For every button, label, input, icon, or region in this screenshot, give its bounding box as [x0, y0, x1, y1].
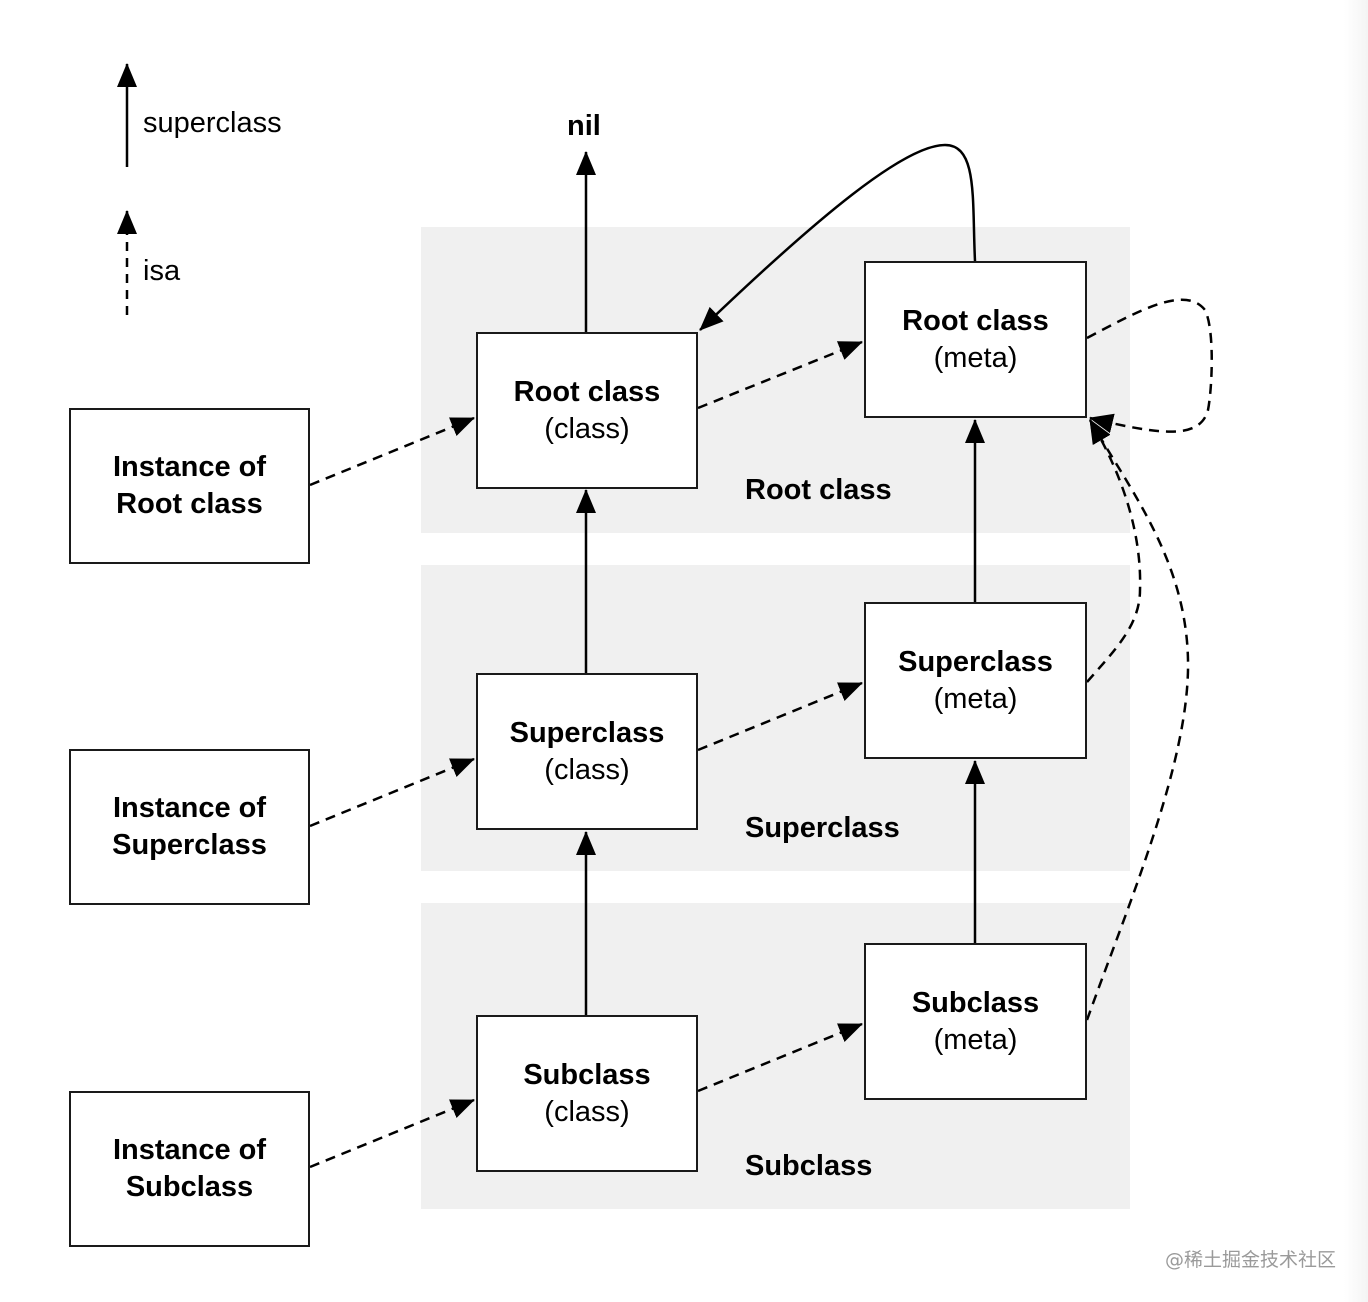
isa-instance-sub: [309, 1098, 475, 1169]
superclass-class-box: Superclass (class): [476, 673, 698, 830]
subclass-class-name: Subclass: [523, 1058, 651, 1091]
subclass-meta-name: Subclass: [911, 986, 1040, 1019]
isa-supermeta-to-rootmeta: [1086, 419, 1142, 683]
instance-subclass-box: Instance of Subclass: [69, 1091, 310, 1247]
isa-rootclass-to-rootmeta: [697, 340, 863, 410]
band-label-root: Root class: [745, 474, 892, 506]
instance-root-line2: Root class: [116, 488, 263, 520]
isa-instance-super: [309, 757, 475, 828]
subclass-meta-kind: (meta): [933, 1023, 1018, 1056]
root-class-name: Root class: [513, 375, 661, 408]
instance-super-line2: Superclass: [112, 829, 267, 861]
instance-root-class-box: Instance of Root class: [69, 408, 310, 564]
superclass-meta-box: Superclass (meta): [864, 602, 1087, 759]
nil-label: nil: [567, 110, 601, 142]
isa-superclass-to-supermeta: [697, 681, 863, 752]
instance-super-line1: Instance of: [112, 792, 267, 824]
instance-superclass-box: Instance of Superclass: [69, 749, 310, 905]
root-meta-name: Root class: [902, 304, 1049, 337]
superclass-class-name: Superclass: [509, 716, 665, 749]
page-edge-shade: [1344, 0, 1368, 1302]
subclass-meta-box: Subclass (meta): [864, 943, 1087, 1100]
isa-submeta-to-rootmeta: [1085, 419, 1190, 1021]
edge-rootmeta-to-rootclass: [699, 143, 977, 331]
root-class-box: Root class (class): [476, 332, 698, 489]
band-label-subclass: Subclass: [745, 1150, 873, 1182]
isa-rootmeta-self-loop: [1086, 298, 1213, 434]
isa-instance-root: [309, 416, 475, 487]
subclass-class-box: Subclass (class): [476, 1015, 698, 1172]
root-meta-box: Root class (meta): [864, 261, 1087, 418]
watermark: @稀土掘金技术社区: [1164, 1249, 1336, 1271]
superclass-meta-kind: (meta): [933, 682, 1018, 715]
superclass-meta-name: Superclass: [898, 645, 1053, 678]
root-class-kind: (class): [544, 412, 630, 445]
isa-subclass-to-submeta: [697, 1022, 863, 1093]
legend-superclass-label: superclass: [143, 107, 282, 139]
subclass-class-kind: (class): [544, 1095, 630, 1128]
instance-sub-line1: Instance of: [112, 1134, 267, 1166]
instance-root-line1: Instance of: [112, 451, 267, 483]
root-meta-kind: (meta): [933, 341, 1018, 374]
legend-isa-label: isa: [143, 255, 181, 287]
instance-sub-line2: Subclass: [125, 1171, 254, 1203]
superclass-class-kind: (class): [544, 753, 630, 786]
band-label-superclass: Superclass: [745, 812, 900, 844]
